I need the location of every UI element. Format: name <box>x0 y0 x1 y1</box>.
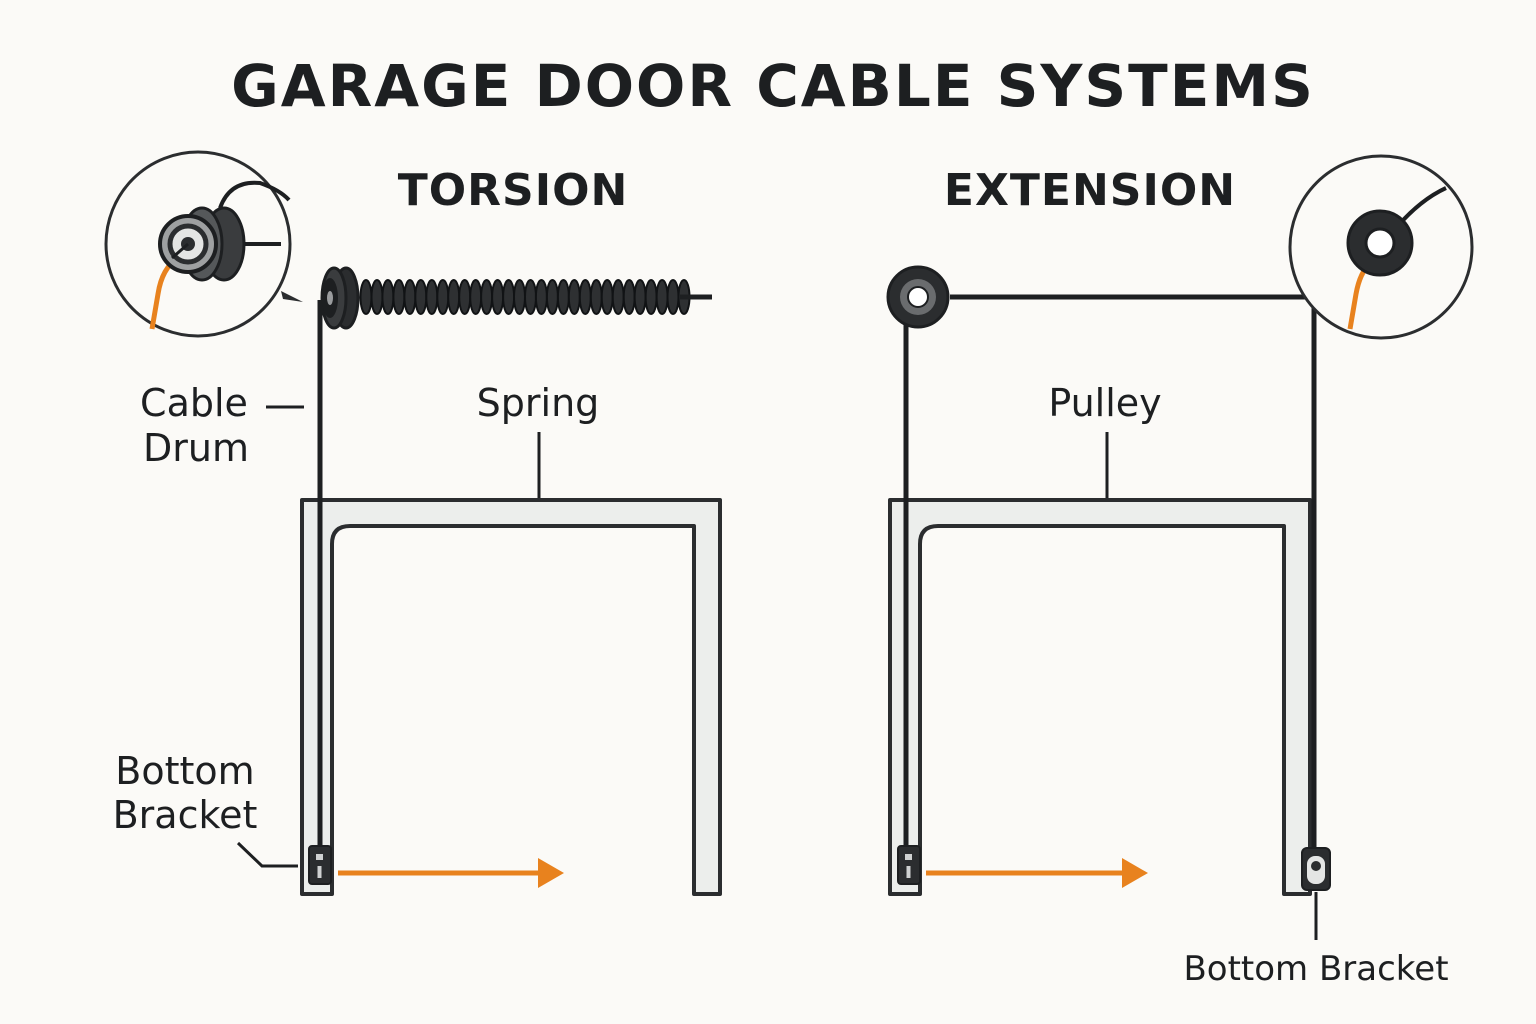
spring-coil <box>644 279 658 315</box>
spring-coil <box>491 279 505 315</box>
spring-coil <box>458 279 472 315</box>
spring-coil <box>403 279 417 315</box>
extension-pulley-callout <box>1288 154 1474 340</box>
spring-coil <box>524 279 537 315</box>
spring-coil <box>534 279 548 315</box>
torsion-bottom-bracket-icon <box>308 845 332 885</box>
spring-coil <box>556 279 570 315</box>
spring-coil <box>655 279 669 315</box>
spring-coil <box>513 279 526 315</box>
spring-coil <box>567 279 581 315</box>
spring-coil <box>370 279 384 315</box>
torsion-direction-arrow-icon <box>338 858 564 888</box>
torsion-heading: TORSION <box>398 165 629 216</box>
extension-bottom-bracket-label: Bottom Bracket <box>1183 949 1448 989</box>
spring-coil <box>359 279 373 315</box>
torsion-spring-icon <box>359 279 691 315</box>
spring-coil <box>600 279 614 315</box>
spring-label: Spring <box>477 381 600 425</box>
torsion-bottom-bracket-leader <box>236 841 298 868</box>
cable-drum-label: Cable <box>140 381 248 425</box>
spring-coil <box>611 279 625 315</box>
torsion-bottom-bracket-label-line2: Bracket <box>113 793 258 837</box>
cable-drum-icon <box>320 266 360 330</box>
spring-coil <box>502 279 516 315</box>
torsion-panel: TORSION <box>104 150 722 896</box>
spring-coil <box>545 279 559 315</box>
extension-heading: EXTENSION <box>944 165 1236 216</box>
extension-panel: EXTENSION <box>886 154 1474 989</box>
spring-coil <box>414 279 428 315</box>
spring-coil <box>589 279 603 315</box>
cable-drum-label-line2: Drum <box>143 426 249 470</box>
extension-right-bracket-icon <box>1301 847 1331 891</box>
spring-coil <box>578 279 592 315</box>
spring-coil <box>447 279 461 315</box>
extension-door-track <box>888 498 1312 896</box>
extension-pulley-icon <box>886 265 950 329</box>
spring-coil <box>666 279 680 315</box>
spring-coil <box>480 279 494 315</box>
spring-coil <box>392 279 406 315</box>
pulley-label: Pulley <box>1048 381 1161 425</box>
spring-coil <box>381 279 395 315</box>
spring-coil <box>622 279 636 315</box>
page-title: GARAGE DOOR CABLE SYSTEMS <box>231 52 1315 120</box>
torsion-drum-callout <box>104 150 303 338</box>
extension-left-bracket-icon <box>897 845 921 885</box>
spring-coil <box>436 279 450 315</box>
extension-direction-arrow-icon <box>926 858 1148 888</box>
spring-coil <box>469 279 483 315</box>
torsion-bottom-bracket-label: Bottom <box>115 749 254 793</box>
spring-coil <box>633 279 647 315</box>
torsion-door-track <box>300 498 722 896</box>
spring-coil <box>425 279 439 315</box>
